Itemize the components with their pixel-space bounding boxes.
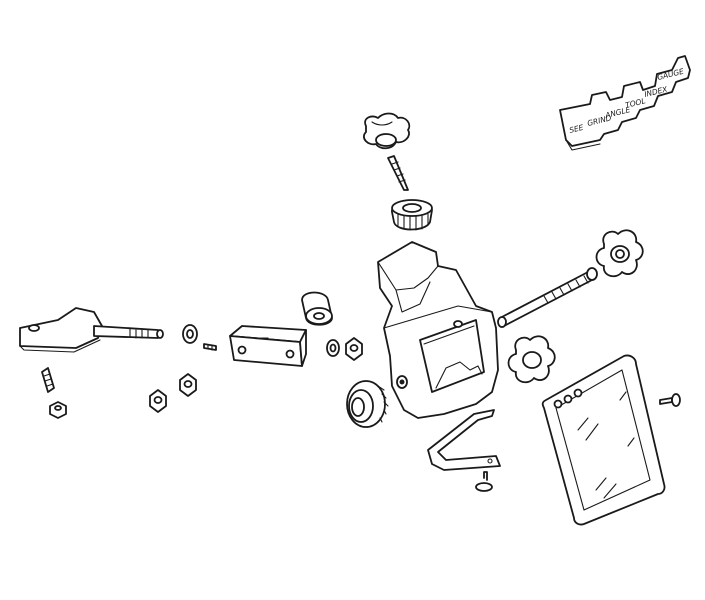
hex-nut-bottom-2 [179, 373, 197, 397]
pivot-arm [19, 307, 164, 353]
threaded-rod-right [497, 267, 598, 328]
small-pin [203, 343, 217, 351]
washer-left [182, 324, 198, 344]
knurled-ring [346, 380, 389, 428]
cylinder-spacer [301, 291, 333, 326]
small-screw-bottom [475, 471, 493, 492]
hex-nut-left [49, 401, 67, 419]
washer-center [326, 339, 340, 357]
spring-clip [427, 409, 501, 471]
window-plate [541, 354, 666, 526]
star-knob-screw [363, 112, 411, 191]
angle-gauge-plate: SEE GRIND ANGLE TOOL INDEX GAUGE [559, 55, 691, 151]
star-knob-right [595, 229, 644, 278]
rectangular-block [229, 325, 307, 367]
gauge-text-1: SEE [568, 123, 584, 135]
main-bracket-body [377, 241, 499, 419]
hex-nut-bottom-1 [149, 389, 167, 413]
hex-nut-center [345, 337, 363, 361]
set-screw-left [41, 367, 55, 393]
star-knob-middle [507, 335, 556, 384]
knurled-nut-top [391, 199, 433, 231]
small-screw-right [659, 393, 681, 407]
